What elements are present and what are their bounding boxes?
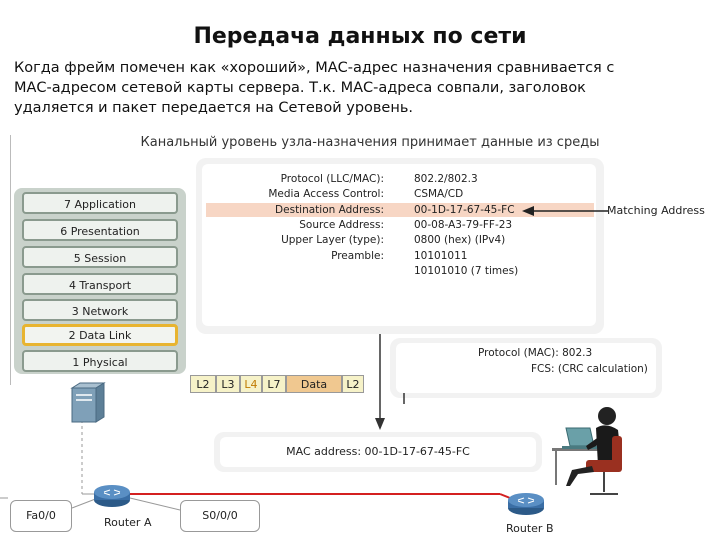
description-line: удаляется и пакет передается на Сетевой … (14, 100, 413, 116)
trailer-protocol-value: 802.3 (562, 347, 593, 359)
header-field-value: 10101011 (414, 250, 468, 262)
description-line: Когда фрейм помечен как «хороший», МАС-а… (14, 60, 615, 76)
osi-layer: 2 Data Link (22, 324, 178, 346)
header-field-label: Media Access Control: (268, 188, 384, 200)
header-row: Preamble: 10101011 (206, 249, 594, 263)
mac-address-text: MAC address: 00-1D-17-67-45-FC (286, 445, 470, 458)
trailer-protocol-label: Protocol (MAC): (478, 347, 559, 359)
frame-header-panel-inner (202, 164, 596, 326)
header-row-destination: Destination Address: 00-1D-17-67-45-FC (206, 203, 594, 217)
frame-segment: L2 (342, 375, 364, 393)
header-field-value: 0800 (hex) (IPv4) (414, 234, 506, 246)
diagram-left-border (10, 135, 11, 385)
router-a-label: Router A (104, 516, 152, 529)
trailer-fcs: FCS: (CRC calculation) (531, 363, 648, 375)
mac-address-panel-inner (220, 437, 536, 467)
port-fa0-0: Fa0/0 (10, 500, 72, 532)
header-field-label: Destination Address: (275, 204, 384, 216)
matching-address-label: Matching Address (607, 204, 705, 217)
osi-layer: 7 Application (22, 192, 178, 214)
header-row: Source Address: 00-08-A3-79-FF-23 (206, 218, 594, 232)
port-fa0-0-label: Fa0/0 (26, 509, 56, 522)
description-line: МАС-адресом сетевой карты сервера. Т.к. … (14, 80, 586, 96)
header-row: Protocol (LLC/MAC): 802.2/802.3 (206, 172, 594, 186)
osi-layer: 4 Transport (22, 273, 178, 295)
person-at-computer-icon (552, 407, 622, 495)
header-field-value: 802.2/802.3 (414, 173, 478, 185)
port-s0-0-0-label: S0/0/0 (202, 509, 238, 522)
frame-trailer-panel-inner (396, 343, 656, 393)
header-field-label: Preamble: (331, 250, 384, 262)
description: Когда фрейм помечен как «хороший», МАС-а… (14, 58, 696, 118)
router-b-label: Router B (506, 522, 554, 535)
frame-segment: Data (286, 375, 342, 393)
header-field-value: 10101010 (7 times) (414, 265, 519, 277)
osi-layer: 6 Presentation (22, 219, 178, 241)
page-title: Передача данных по сети (193, 24, 527, 49)
trailer-fcs-label: FCS: (531, 363, 555, 375)
server-icon (70, 382, 106, 423)
osi-layer: 3 Network (22, 299, 178, 321)
header-row: Media Access Control: CSMA/CD (206, 187, 594, 201)
header-field-value: CSMA/CD (414, 188, 464, 200)
frame-segment: L4 (240, 375, 262, 393)
frame-segment: L7 (262, 375, 286, 393)
header-field-value: 00-08-A3-79-FF-23 (414, 219, 513, 231)
osi-layer: 1 Physical (22, 350, 178, 372)
osi-layer: 5 Session (22, 246, 178, 268)
frame-segment: L3 (216, 375, 240, 393)
matching-arrow (522, 206, 608, 216)
diagram-caption: Канальный уровень узла-назначения приним… (140, 135, 600, 150)
header-field-label: Protocol (LLC/MAC): (280, 173, 384, 185)
header-row: 10101010 (7 times) (206, 264, 594, 278)
header-field-label: Upper Layer (type): (281, 234, 384, 246)
router-b-icon (508, 493, 544, 515)
header-field-value: 00-1D-17-67-45-FC (414, 204, 515, 216)
port-s0-0-0: S0/0/0 (180, 500, 260, 532)
header-field-label: Source Address: (299, 219, 384, 231)
frame-segment: L2 (190, 375, 216, 393)
header-row: Upper Layer (type): 0800 (hex) (IPv4) (206, 233, 594, 247)
router-a-icon (94, 485, 130, 507)
trailer-protocol: Protocol (MAC): 802.3 (478, 347, 592, 359)
trailer-fcs-value: (CRC calculation) (557, 363, 648, 375)
